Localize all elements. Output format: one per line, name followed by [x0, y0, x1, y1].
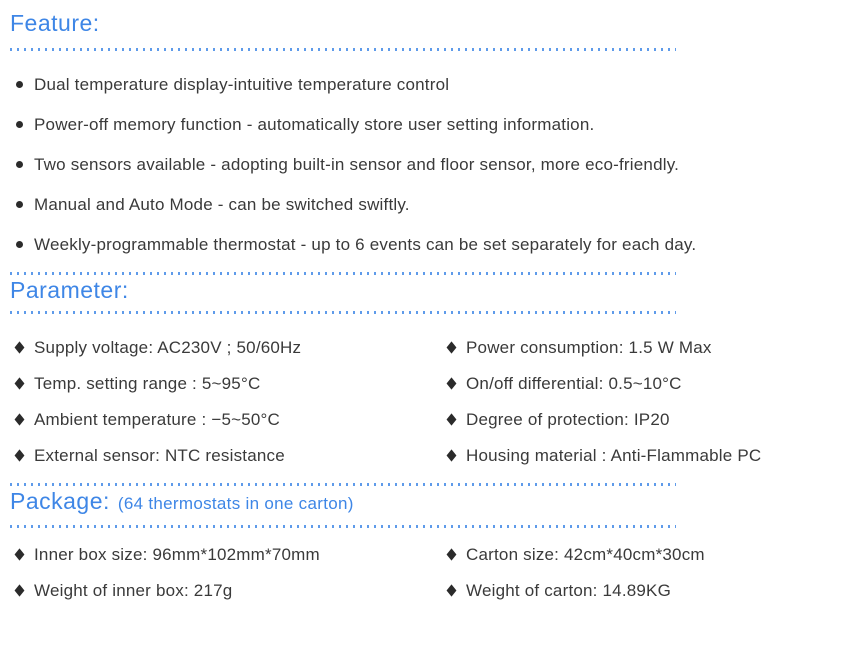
package-item: Carton size: 42cm*40cm*30cm — [442, 545, 705, 565]
parameter-text: Ambient temperature : −5~50°C — [34, 410, 281, 429]
bullet-diamond-icon — [446, 548, 457, 561]
parameter-item: Power consumption: 1.5 W Max — [442, 338, 761, 358]
dotted-divider — [10, 483, 676, 486]
package-item: Weight of inner box: 217g — [10, 581, 442, 601]
parameter-text: Housing material : Anti-Flammable PC — [466, 446, 762, 465]
dotted-divider — [10, 311, 676, 314]
bullet-diamond-icon — [446, 377, 457, 390]
parameter-text: External sensor: NTC resistance — [34, 446, 285, 465]
package-column-right: Carton size: 42cm*40cm*30cm Weight of ca… — [442, 545, 705, 601]
feature-list: Dual temperature display-intuitive tempe… — [10, 75, 860, 255]
feature-heading: Feature: — [10, 10, 100, 36]
bullet-diamond-icon — [446, 584, 457, 597]
bullet-diamond-icon — [446, 449, 457, 462]
parameter-column-right: Power consumption: 1.5 W Max On/off diff… — [442, 338, 761, 466]
bullet-diamond-icon — [14, 341, 25, 354]
parameter-item: External sensor: NTC resistance — [10, 446, 442, 466]
bullet-diamond-icon — [14, 449, 25, 462]
section-package: Package: (64 thermostats in one carton) I… — [10, 486, 860, 601]
parameter-text: Supply voltage: AC230V ; 50/60Hz — [34, 338, 302, 357]
section-parameter: Parameter: Supply voltage: AC230V ; 50/6… — [10, 275, 860, 486]
feature-item: Two sensors available - adopting built-i… — [10, 155, 860, 175]
package-title: Package: — [10, 488, 110, 514]
bullet-diamond-icon — [14, 413, 25, 426]
parameter-text: Temp. setting range : 5~95°C — [34, 374, 261, 393]
parameter-item: Ambient temperature : −5~50°C — [10, 410, 442, 430]
parameter-item: On/off differential: 0.5~10°C — [442, 374, 761, 394]
parameter-item: Temp. setting range : 5~95°C — [10, 374, 442, 394]
package-text: Inner box size: 96mm*102mm*70mm — [34, 545, 320, 564]
feature-item: Manual and Auto Mode - can be switched s… — [10, 195, 860, 215]
parameter-item: Housing material : Anti-Flammable PC — [442, 446, 761, 466]
dotted-divider — [10, 48, 676, 51]
feature-text: Two sensors available - adopting built-i… — [34, 155, 680, 174]
parameter-text: Degree of protection: IP20 — [466, 410, 670, 429]
package-grid: Inner box size: 96mm*102mm*70mm Weight o… — [10, 545, 860, 601]
parameter-item: Degree of protection: IP20 — [442, 410, 761, 430]
bullet-dot-icon — [16, 121, 23, 128]
dotted-divider — [10, 272, 676, 275]
section-feature: Feature: Dual temperature display-intuit… — [10, 8, 860, 275]
feature-text: Power-off memory function - automaticall… — [34, 115, 595, 134]
bullet-dot-icon — [16, 241, 23, 248]
parameter-heading: Parameter: — [10, 277, 129, 303]
parameter-grid: Supply voltage: AC230V ; 50/60Hz Temp. s… — [10, 338, 860, 466]
bullet-dot-icon — [16, 161, 23, 168]
parameter-column-left: Supply voltage: AC230V ; 50/60Hz Temp. s… — [10, 338, 442, 466]
package-text: Weight of carton: 14.89KG — [466, 581, 672, 600]
bullet-diamond-icon — [14, 548, 25, 561]
feature-item: Weekly-programmable thermostat - up to 6… — [10, 235, 860, 255]
package-text: Carton size: 42cm*40cm*30cm — [466, 545, 705, 564]
bullet-diamond-icon — [14, 377, 25, 390]
package-column-left: Inner box size: 96mm*102mm*70mm Weight o… — [10, 545, 442, 601]
bullet-dot-icon — [16, 201, 23, 208]
parameter-text: On/off differential: 0.5~10°C — [466, 374, 682, 393]
feature-text: Manual and Auto Mode - can be switched s… — [34, 195, 410, 214]
bullet-dot-icon — [16, 81, 23, 88]
bullet-diamond-icon — [14, 584, 25, 597]
parameter-item: Supply voltage: AC230V ; 50/60Hz — [10, 338, 442, 358]
parameter-text: Power consumption: 1.5 W Max — [466, 338, 712, 357]
feature-text: Weekly-programmable thermostat - up to 6… — [34, 235, 697, 254]
bullet-diamond-icon — [446, 413, 457, 426]
bullet-diamond-icon — [446, 341, 457, 354]
package-text: Weight of inner box: 217g — [34, 581, 233, 600]
dotted-divider — [10, 525, 676, 528]
feature-item: Dual temperature display-intuitive tempe… — [10, 75, 860, 95]
feature-text: Dual temperature display-intuitive tempe… — [34, 75, 450, 94]
package-item: Inner box size: 96mm*102mm*70mm — [10, 545, 442, 565]
feature-item: Power-off memory function - automaticall… — [10, 115, 860, 135]
package-item: Weight of carton: 14.89KG — [442, 581, 705, 601]
package-subtitle: (64 thermostats in one carton) — [117, 494, 354, 513]
package-heading: Package: (64 thermostats in one carton) — [10, 486, 860, 519]
